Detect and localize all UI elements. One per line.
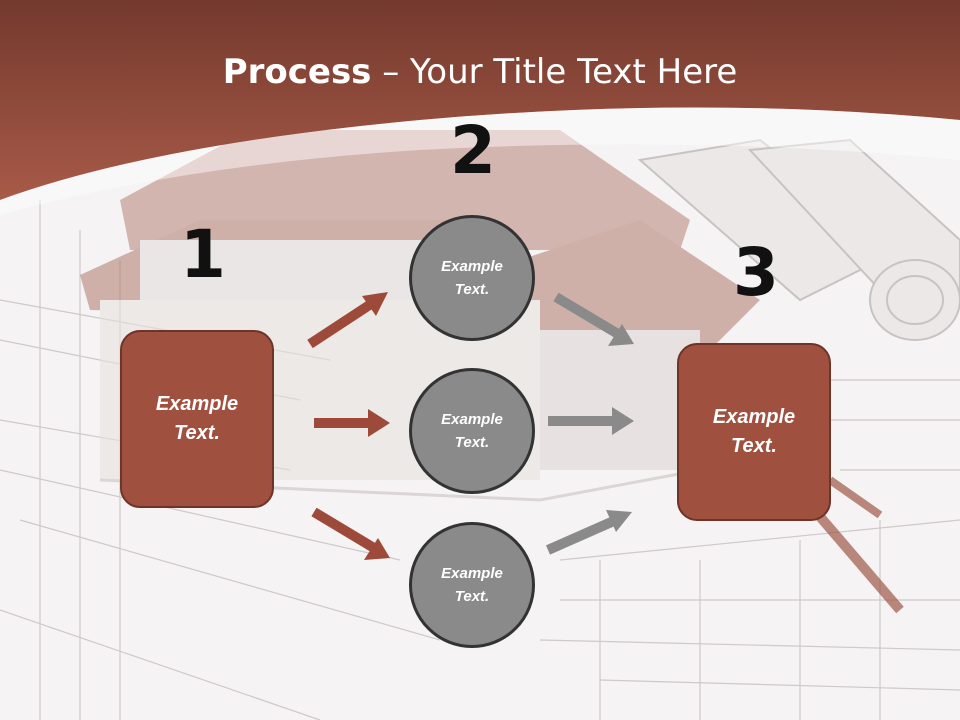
step-number-1: 1 <box>180 216 226 293</box>
step-3-box: Example Text. <box>677 343 831 521</box>
arrow-middle-to-3 <box>548 407 634 435</box>
arrow-1-to-bottom <box>311 507 390 560</box>
step-3-text: Example Text. <box>712 406 796 457</box>
step-number-3: 3 <box>733 234 779 311</box>
arrow-1-to-middle <box>314 409 390 437</box>
title-bold: Process <box>222 52 372 92</box>
step-number-2: 2 <box>450 112 496 189</box>
step-2-text-top: Example Text. <box>441 258 503 298</box>
arrow-1-to-top <box>307 292 388 349</box>
title-rest: – Your Title Text Here <box>371 52 738 92</box>
arrow-top-to-3 <box>553 292 634 346</box>
step-2-text-bottom: Example Text. <box>441 565 503 605</box>
step-2-circle-bottom: Example Text. <box>409 522 535 648</box>
page-title: Process – Your Title Text Here <box>0 52 960 92</box>
step-1-box: Example Text. <box>120 330 274 508</box>
step-2-text-middle: Example Text. <box>441 411 503 451</box>
step-2-circle-top: Example Text. <box>409 215 535 341</box>
step-2-circle-middle: Example Text. <box>409 368 535 494</box>
step-1-text: Example Text. <box>155 393 239 444</box>
arrow-bottom-to-3 <box>545 510 632 555</box>
